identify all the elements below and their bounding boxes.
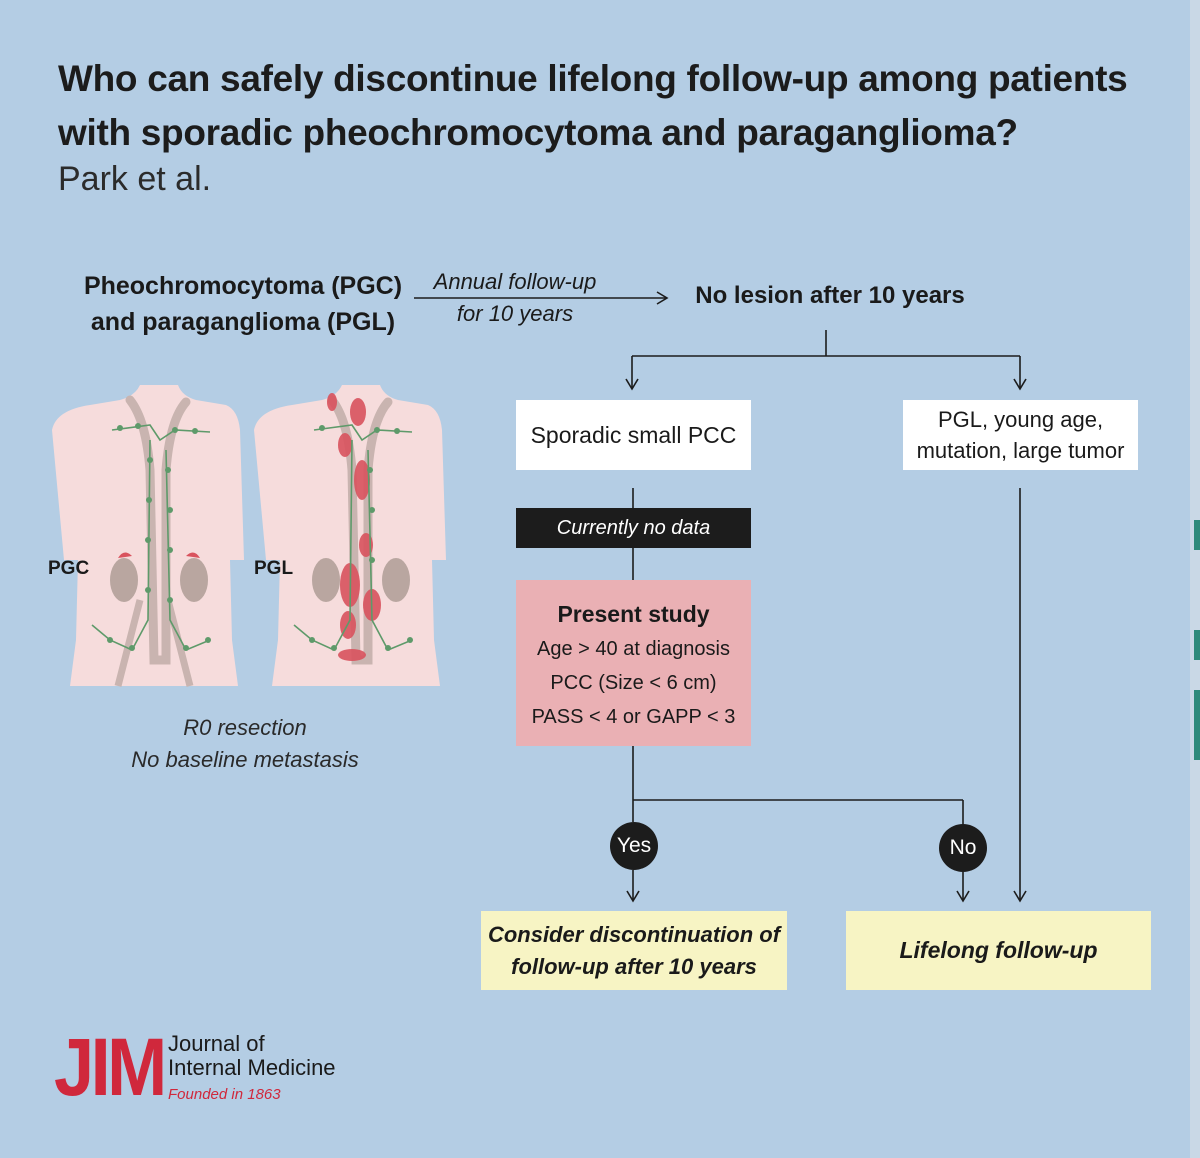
disease-heading: Pheochromocytoma (PGC) and paraganglioma… [80,268,406,340]
study-title: Present study [557,601,710,627]
pgl-line-1: PGL, young age, [937,407,1104,432]
journal-name-line-1: Journal of [168,1031,265,1056]
pgc-torso-illustration [52,385,244,687]
no-lesion-node: No lesion after 10 years [695,282,965,309]
page-title: Who can safely discontinue lifelong foll… [58,58,1128,153]
pgl-torso-illustration [254,385,446,686]
no-data-label: Currently no data [556,516,711,539]
pgl-line-2: mutation, large tumor [916,438,1125,463]
disease-line-2: and paraganglioma (PGL) [90,308,396,336]
authors: Park et al. [58,160,212,198]
sporadic-label: Sporadic small PCC [530,421,737,448]
disease-line-1: Pheochromocytoma (PGC) [83,272,403,300]
discontinuation-outcome-box: Consider discontinuation of follow-up af… [481,911,787,990]
annual-follow-up-label: Annual follow-up for 10 years [420,266,610,330]
no-data-box: Currently no data [516,508,751,548]
founded-tagline: Founded in 1863 [168,1086,281,1103]
annual-line-1: Annual follow-up [433,269,597,294]
journal-name-line-2: Internal Medicine [168,1055,336,1080]
study-item-score: PASS < 4 or GAPP < 3 [531,706,736,728]
present-study-box: Present study Age > 40 at diagnosis PCC … [516,580,751,746]
criteria-line-1: R0 resection [183,715,307,740]
discont-line-2: follow-up after 10 years [511,953,757,979]
no-node: No [939,824,987,872]
study-item-age: Age > 40 at diagnosis [537,638,730,660]
lifelong-outcome-box: Lifelong follow-up [846,911,1151,990]
label-pgl: PGL [254,558,294,579]
annual-line-2: for 10 years [456,301,574,326]
jim-logo-mark: JIM [54,1022,167,1113]
discont-line-1: Consider discontinuation of [487,921,781,947]
pgl-risk-box: PGL, young age, mutation, large tumor [903,400,1138,470]
inclusion-criteria: R0 resection No baseline metastasis [120,712,370,776]
lifelong-label: Lifelong follow-up [899,937,1098,963]
yes-label: Yes [616,834,652,857]
study-item-size: PCC (Size < 6 cm) [550,672,717,694]
yes-node: Yes [610,822,658,870]
criteria-line-2: No baseline metastasis [131,747,359,772]
no-label: No [949,836,977,859]
sporadic-small-pcc-box: Sporadic small PCC [516,400,751,470]
right-edge-decoration [1190,0,1200,1158]
label-pgc: PGC [48,558,90,579]
